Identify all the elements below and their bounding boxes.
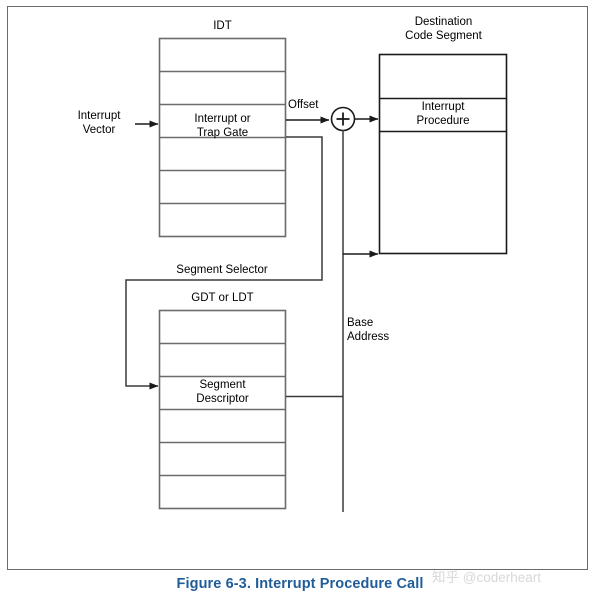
- idt-interrupt-trap-gate-cell: Interrupt or Trap Gate: [194, 113, 251, 139]
- adder-node: [330, 106, 356, 132]
- offset-label: Offset: [288, 99, 319, 111]
- idt-table: [158, 37, 287, 238]
- base-address-to-adder: [286, 130, 344, 512]
- interrupt-vector-label: Interrupt Vector: [77, 110, 121, 136]
- gdt-segment-descriptor-cell: Segment Descriptor: [196, 379, 249, 405]
- interrupt-procedure-cell: Interrupt Procedure: [416, 101, 470, 127]
- gdt-ldt-table: [158, 309, 287, 510]
- segment-selector-label: Segment Selector: [176, 264, 268, 276]
- destination-code-segment-box: [378, 53, 508, 255]
- base-address-label: Base Address: [347, 317, 390, 343]
- figure-caption: Figure 6-3. Interrupt Procedure Call: [176, 576, 424, 592]
- gdt-ldt-title: GDT or LDT: [191, 292, 254, 304]
- watermark: 知乎 @coderheart: [432, 570, 541, 585]
- segment-selector-connector: [125, 136, 323, 390]
- destination-code-segment-title: Destination Code Segment: [405, 16, 482, 42]
- idt-title: IDT: [213, 20, 232, 32]
